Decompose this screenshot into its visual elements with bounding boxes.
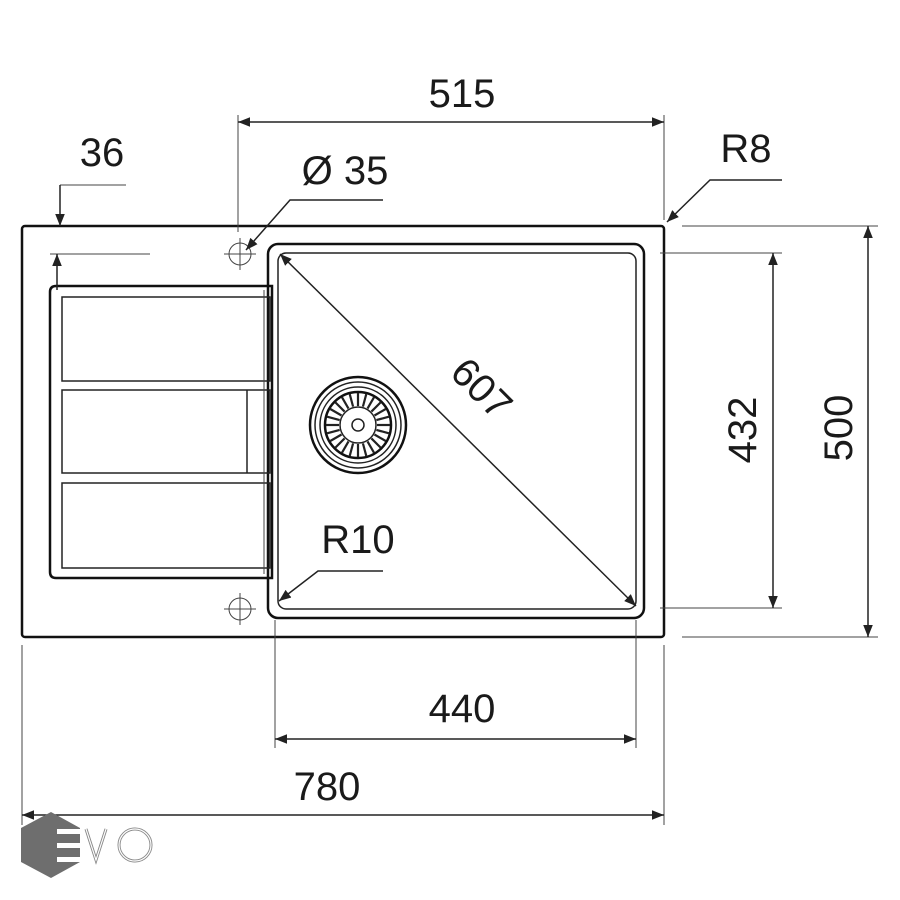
strainer-spoke [373, 433, 387, 442]
svg-text:36: 36 [80, 131, 125, 175]
dimension-overall-width: 780 [21, 645, 665, 825]
strainer-spoke [361, 393, 368, 407]
strainer-spoke [341, 396, 350, 410]
strainer-spoke [334, 437, 346, 449]
strainer-spoke [329, 433, 343, 442]
strainer-spoke [334, 401, 346, 413]
strainer-spoke [366, 440, 375, 454]
drainer-slot-1 [61, 296, 271, 382]
strainer-spoke [366, 396, 375, 410]
svg-text:Ø 35: Ø 35 [302, 149, 389, 193]
tap-hole-icon [224, 593, 256, 625]
svg-text:432: 432 [721, 397, 765, 464]
svg-text:607: 607 [442, 350, 520, 428]
tap-hole-icon [224, 238, 256, 270]
dimension-tap-hole: Ø 35 [245, 149, 389, 251]
evo-logo [21, 812, 153, 878]
bowl [266, 242, 646, 620]
drain-strainer-icon [308, 375, 408, 475]
strainer-spoke [376, 428, 390, 435]
dimension-outer-radius: R8 [666, 127, 782, 223]
drainer [48, 284, 274, 580]
dimension-bowl-span: 515 [237, 72, 665, 232]
svg-text:R8: R8 [720, 127, 771, 171]
dimension-bowl-depth: 432 [660, 252, 782, 609]
dimension-overall-depth: 500 [682, 225, 878, 638]
strainer-spoke [361, 443, 368, 457]
dimension-bowl-width: 440 [274, 620, 637, 748]
drainer-slot-2 [61, 389, 271, 474]
strainer-spoke [370, 437, 382, 449]
strainer-spoke [329, 408, 343, 417]
strainer-spoke [326, 415, 340, 422]
drainer-slot-3 [61, 482, 271, 569]
sink-outline [20, 224, 666, 639]
svg-text:440: 440 [429, 687, 496, 731]
dimension-drainer-offset: 36 [50, 131, 150, 290]
svg-text:780: 780 [294, 765, 361, 809]
svg-text:515: 515 [429, 72, 496, 116]
strainer-spoke [348, 393, 355, 407]
strainer-spoke [373, 408, 387, 417]
strainer-spoke [341, 440, 350, 454]
strainer-spoke [370, 401, 382, 413]
dimension-bowl-radius: R10 [278, 518, 395, 602]
svg-text:500: 500 [817, 395, 861, 462]
strainer-spoke [348, 443, 355, 457]
strainer-spoke [376, 415, 390, 422]
strainer-spoke [326, 428, 340, 435]
svg-text:R10: R10 [321, 518, 394, 562]
